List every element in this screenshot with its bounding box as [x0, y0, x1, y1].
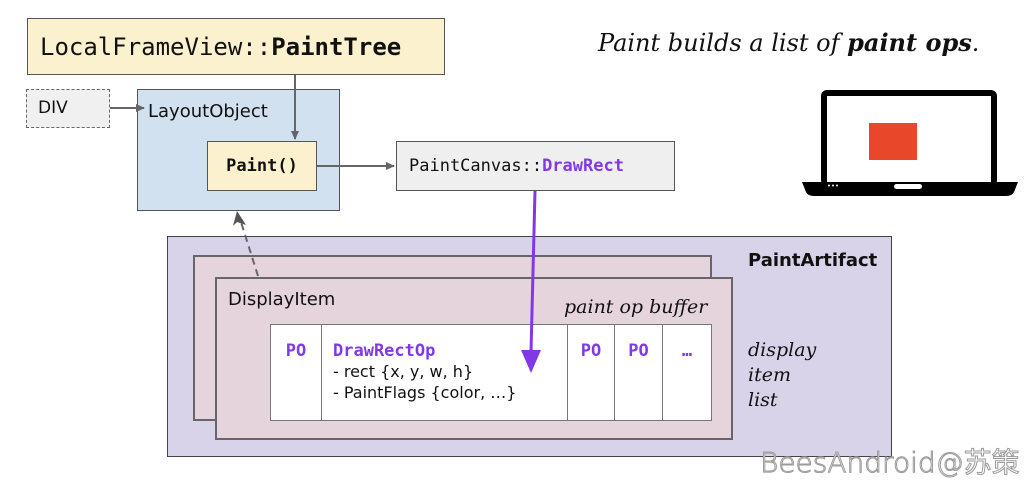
- laptop-icon: [802, 90, 1018, 196]
- paint-tree-method: PaintTree: [271, 33, 402, 61]
- paint-tree-prefix: LocalFrameView::: [40, 33, 272, 61]
- paint-canvas-box: PaintCanvas::DrawRect: [396, 141, 675, 191]
- caption: Paint builds a list of paint ops.: [598, 28, 979, 57]
- paint-op-cell: PO: [615, 325, 663, 420]
- display-item-list-line: display: [748, 339, 817, 361]
- watermark: BeesAndroid@苏策: [760, 446, 1021, 480]
- paint-op-buffer: PO DrawRectOp - rect {x, y, w, h} - Pain…: [270, 324, 712, 421]
- laptop-trackpad: [894, 184, 922, 189]
- draw-rect-op-line: - PaintFlags {color, …}: [333, 383, 517, 402]
- display-item-list-label: display item list: [748, 338, 816, 413]
- paint-op-ellipsis-cell: …: [663, 325, 711, 420]
- caption-bold: paint ops: [847, 28, 972, 57]
- laptop-dot: [832, 184, 834, 187]
- caption-text: Paint builds a list of: [598, 29, 848, 57]
- paint-call-box: Paint(): [207, 141, 317, 191]
- paint-tree-box: LocalFrameView::PaintTree: [27, 18, 445, 75]
- display-item-label: DisplayItem: [228, 289, 336, 310]
- paint-op-label: PO: [285, 341, 307, 361]
- paint-op-cell: PO: [568, 325, 615, 420]
- display-item-list-line: list: [748, 389, 778, 411]
- display-item-list-line: item: [748, 364, 791, 386]
- paint-canvas-method: DrawRect: [542, 156, 624, 176]
- red-rect-shape: [869, 123, 917, 160]
- paint-op-label: PO: [580, 341, 602, 361]
- paint-op-cell: PO: [271, 325, 322, 420]
- paint-artifact-label: PaintArtifact: [748, 250, 878, 271]
- div-box: DIV: [26, 89, 110, 128]
- paint-call-label: Paint(): [226, 156, 298, 176]
- caption-suffix: .: [971, 29, 980, 57]
- div-label: DIV: [38, 98, 68, 118]
- paint-op-ellipsis: …: [681, 341, 693, 361]
- paint-op-buffer-label: paint op buffer: [564, 296, 708, 318]
- draw-rect-op-title: DrawRectOp: [333, 341, 436, 361]
- laptop-dot: [828, 184, 830, 187]
- draw-rect-op-cell: DrawRectOp - rect {x, y, w, h} - PaintFl…: [322, 325, 568, 420]
- paint-op-label: PO: [628, 341, 649, 361]
- paint-canvas-prefix: PaintCanvas::: [409, 156, 543, 176]
- laptop-dot: [836, 184, 838, 187]
- draw-rect-op-line: - rect {x, y, w, h}: [333, 362, 474, 381]
- displayitem-to-layout-arrowhead: [233, 211, 246, 226]
- layout-object-label: LayoutObject: [148, 101, 268, 122]
